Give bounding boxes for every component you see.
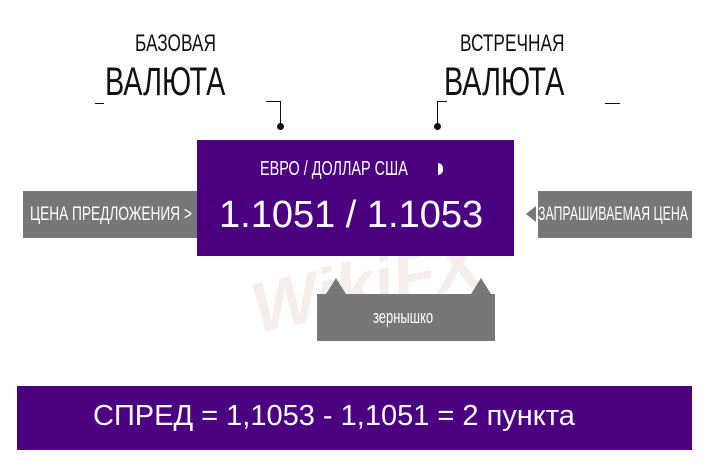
ask-price-label: ЗАПРАШИВАЕМАЯ ЦЕНА [538,204,688,225]
pip-box: зернышко [317,294,495,341]
bracket-right-stem [437,101,438,125]
bid-ask-prices: 1.1051 / 1.1053 [219,194,484,236]
spread-formula: СПРЕД = 1,1053 - 1,1051 = 2 пункта [93,400,575,432]
currency-quote-box: ЕВРО / ДОЛЛАР США 1.1051 / 1.1053 [197,140,514,256]
spread-banner: СПРЕД = 1,1053 - 1,1051 = 2 пункта [17,386,692,450]
pip-pointer-right-icon [471,278,491,294]
base-currency-label-line2: ВАЛЮТА [105,60,226,104]
currency-pair: ЕВРО / ДОЛЛАР США [260,158,465,181]
bracket-dash-left [95,103,104,104]
bid-price-box: ЦЕНА ПРЕДЛОЖЕНИЯ > [23,191,199,238]
ask-price-box: ЗАПРАШИВАЕМАЯ ЦЕНА [538,191,692,238]
quote-currency-label-line1: ВСТРЕЧНАЯ [460,30,565,57]
quote-currency-label-line2: ВАЛЮТА [444,60,565,104]
bracket-right-top [437,101,447,102]
bracket-left-stem [280,101,281,125]
half-circle-icon [438,163,443,175]
bracket-left-dot [277,123,284,130]
ask-arrow-icon [526,206,536,222]
pip-pointer-left-icon [326,278,346,294]
bracket-dash-right [605,103,620,104]
bracket-right-dot [434,123,441,130]
bid-price-label: ЦЕНА ПРЕДЛОЖЕНИЯ > [30,204,192,225]
bracket-left-top [266,101,280,102]
base-currency-label-line1: БАЗОВАЯ [135,30,216,57]
pip-label: зернышко [373,307,434,327]
